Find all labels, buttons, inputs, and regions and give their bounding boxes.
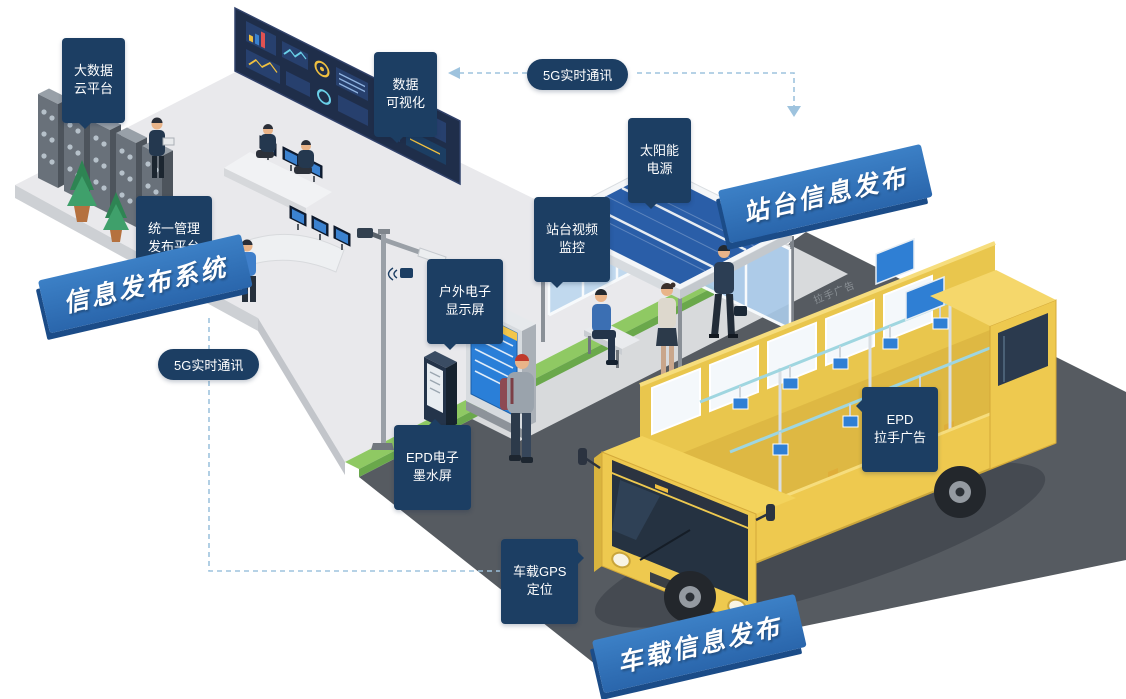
callout-outdoor-display: 户外电子 显示屏: [427, 259, 504, 350]
callout-cloud-platform-text: 大数据 云平台: [74, 63, 114, 97]
plants: [67, 160, 129, 242]
callout-pointer: [443, 342, 457, 357]
callout-gps-text: 车载GPS 定位: [513, 564, 567, 598]
pill-5g-left-text: 5G实时通讯: [174, 358, 244, 373]
bus: [578, 237, 1057, 629]
pill-5g-top: 5G实时通讯: [527, 59, 629, 90]
callout-pointer: [390, 135, 404, 150]
callout-pointer: [78, 121, 92, 136]
pedestrian-backpack: [500, 354, 534, 463]
mirror-right: [766, 504, 775, 521]
callout-pointer: [577, 551, 591, 565]
callout-epd-ink-text: EPD电子 墨水屏: [406, 450, 459, 484]
callout-station-cctv-text: 站台视频 监控: [546, 222, 599, 256]
epd-ink-pillar: [424, 351, 457, 430]
callout-epd-handle: EPD 拉手广告: [856, 387, 939, 472]
operator-desks: [224, 135, 351, 273]
shelter-people: [592, 245, 747, 380]
callout-pointer: [644, 201, 658, 216]
connectors: [208, 67, 801, 572]
callout-cloud-platform: 大数据 云平台: [62, 38, 126, 129]
bus-wheels: [664, 466, 986, 623]
callout-data-visualization-text: 数据 可视化: [386, 77, 426, 111]
speaker-icon: [387, 267, 413, 281]
callout-solar-power: 太阳能 电源: [628, 118, 692, 209]
ceiling-displays: [875, 237, 945, 322]
callout-data-visualization: 数据 可视化: [374, 52, 438, 143]
bus-rear: [930, 270, 1057, 470]
callout-outdoor-display-text: 户外电子 显示屏: [439, 284, 492, 318]
headlight-left: [611, 551, 631, 569]
callout-pointer: [550, 280, 564, 295]
callout-station-cctv: 站台视频 监控: [534, 197, 611, 288]
callout-epd-ink: EPD电子 墨水屏: [394, 419, 471, 510]
callout-gps: 车载GPS 定位: [501, 539, 585, 624]
callout-epd-handle-text: EPD 拉手广告: [874, 412, 927, 446]
pill-5g-top-text: 5G实时通讯: [543, 68, 613, 83]
mirror-left: [578, 448, 587, 465]
street-light-pole: [357, 228, 447, 450]
callout-pointer: [849, 399, 863, 413]
callout-pointer: [428, 412, 442, 426]
callout-solar-power-text: 太阳能 电源: [640, 143, 680, 177]
pill-5g-left: 5G实时通讯: [158, 349, 260, 380]
